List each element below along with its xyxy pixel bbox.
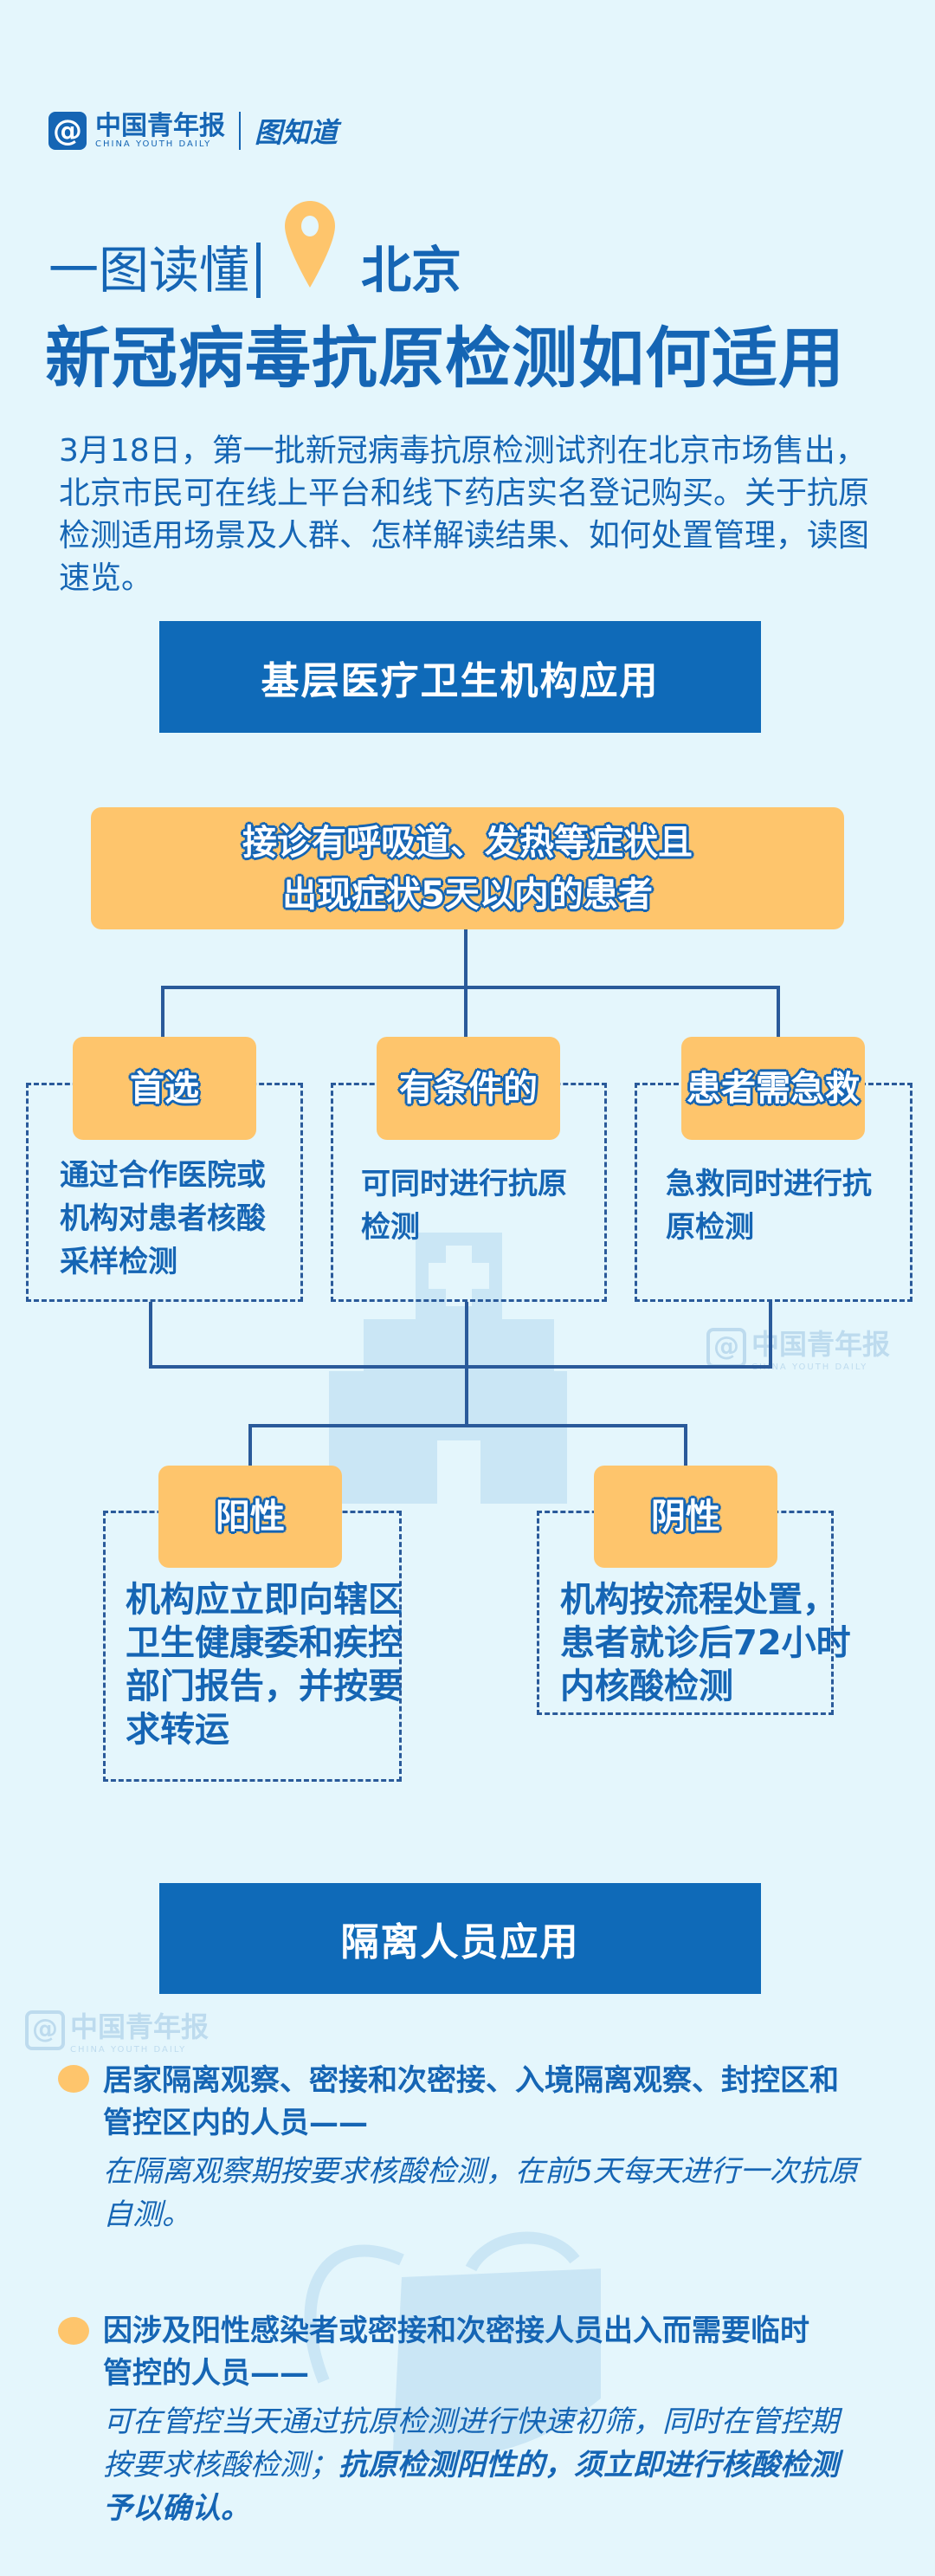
item-desc-line: 按要求核酸检测；抗原检测阳性的，须立即进行核酸检测 (103, 2443, 882, 2487)
option-label-conditional: 有条件的 (377, 1037, 560, 1140)
criteria-line-1: 接诊有呼吸道、发热等症状且 (242, 822, 693, 863)
connector-line (777, 986, 780, 1037)
section-header-primary-care: 基层医疗卫生机构应用 (159, 621, 761, 733)
text-line: 机构按流程处置， (560, 1580, 837, 1620)
result-text-negative: 机构按流程处置， 患者就诊后72小时 内核酸检测 (560, 1578, 851, 1708)
bullet-dot-icon (58, 2065, 89, 2093)
option-label-preferred: 首选 (73, 1037, 256, 1140)
item-title-line: 居家隔离观察、密接和次密接、入境隔离观察、封控区和 (103, 2063, 839, 2098)
logo-cn: 中国青年报 (95, 110, 225, 141)
text-line: 部门报告，并按要 (126, 1667, 403, 1706)
result-label-positive: 阳性 (158, 1466, 342, 1568)
watermark-logo-en: CHINA YOUTH DAILY (70, 2045, 187, 2055)
watermark-at-icon: @ (25, 2010, 65, 2050)
face-mask-watermark-icon (304, 2231, 601, 2457)
item-desc-line: 予以确认。 (103, 2487, 882, 2530)
item-desc-line: 在隔离观察期按要求核酸检测，在前5天每天进行一次抗原 (103, 2154, 858, 2189)
subtitle-left: 一图读懂 (48, 241, 250, 300)
connector-line (684, 1424, 687, 1466)
option-text-preferred: 通过合作医院或 机构对患者核酸 采样检测 (60, 1154, 266, 1284)
location-pin-icon (285, 201, 336, 288)
watermark-logo: @ 中国青年报 CHINA YOUTH DAILY (25, 2005, 209, 2055)
hospital-watermark-icon (329, 1233, 567, 1504)
connector-line (149, 1365, 772, 1369)
intro-paragraph: 3月18日，第一批新冠病毒抗原检测试剂在北京市场售出，北京市民可在线上平台和线下… (59, 433, 870, 596)
text-line: 可同时进行抗原 (361, 1167, 567, 1201)
subtitle-city: 北京 (361, 241, 462, 300)
desc-emphasis: 抗原检测阳性的，须立即进行核酸检测 (339, 2448, 839, 2482)
text-line: 检测 (361, 1210, 420, 1245)
watermark-logo-cn: 中国青年报 (70, 2010, 210, 2043)
column-name: 图知道 (255, 116, 339, 149)
text-line: 机构对患者核酸 (60, 1201, 266, 1236)
logo-divider (239, 112, 241, 150)
patient-criteria-box: 接诊有呼吸道、发热等症状且 出现症状5天以内的患者 (91, 807, 844, 929)
result-label-negative: 阴性 (594, 1466, 777, 1568)
quarantine-item-2: 因涉及阳性感染者或密接和次密接人员出入而需要临时 管控的人员—— 可在管控当天通… (103, 2310, 882, 2530)
text-line: 机构应立即向辖区 (126, 1580, 403, 1620)
text-line: 采样检测 (60, 1245, 177, 1279)
text-line: 求转运 (126, 1710, 229, 1750)
quarantine-item-1: 居家隔离观察、密接和次密接、入境隔离观察、封控区和 管控区内的人员—— 在隔离观… (103, 2060, 882, 2236)
connector-line (149, 1302, 152, 1369)
text-line: 内核酸检测 (560, 1667, 733, 1706)
connector-line (248, 1424, 252, 1466)
connector-line (161, 986, 164, 1037)
desc-plain: 按要求核酸检测； (103, 2448, 339, 2482)
connector-line (465, 1302, 468, 1427)
text-line: 患者就诊后72小时 (560, 1623, 851, 1663)
desc-emphasis: 予以确认。 (103, 2491, 250, 2526)
watermark-logo-en: CHINA YOUTH DAILY (751, 1362, 868, 1372)
section-header-quarantine: 隔离人员应用 (159, 1883, 761, 1994)
page-title: 新冠病毒抗原检测如何适用 (45, 320, 845, 397)
item-desc-line: 自测。 (103, 2197, 191, 2232)
criteria-line-2: 出现症状5天以内的患者 (282, 874, 653, 915)
connector-line (769, 1302, 772, 1369)
text-line: 急救同时进行抗 (666, 1167, 872, 1201)
result-text-positive: 机构应立即向辖区 卫生健康委和疾控 部门报告，并按要 求转运 (126, 1578, 403, 1751)
item-desc-line: 可在管控当天通过抗原检测进行快速初筛，同时在管控期 (103, 2404, 839, 2439)
watermark-at-icon: @ (706, 1327, 746, 1368)
text-line: 卫生健康委和疾控 (126, 1623, 403, 1663)
option-text-conditional: 可同时进行抗原 检测 (361, 1162, 567, 1249)
connector-line (464, 929, 468, 1037)
connector-line (161, 986, 779, 989)
connector-line (248, 1424, 687, 1427)
subtitle-row: 一图读懂 北京 (48, 201, 462, 314)
option-text-emergency: 急救同时进行抗 原检测 (666, 1162, 872, 1249)
logo-en: CHINA YOUTH DAILY (95, 139, 212, 149)
item-title-line: 因涉及阳性感染者或密接和次密接人员出入而需要临时 (103, 2314, 809, 2348)
bullet-dot-icon (58, 2317, 89, 2345)
item-title-line: 管控区内的人员—— (103, 2106, 368, 2140)
text-line: 原检测 (666, 1210, 754, 1245)
watermark-logo-cn: 中国青年报 (751, 1328, 891, 1361)
item-title-line: 管控的人员—— (103, 2356, 309, 2391)
option-label-emergency: 患者需急救 (681, 1037, 865, 1140)
brand-logo: @ 中国青年报 CHINA YOUTH DAILY 图知道 (48, 110, 338, 152)
at-logo-icon: @ (48, 112, 87, 150)
text-line: 通过合作医院或 (60, 1158, 266, 1193)
subtitle-divider (256, 243, 261, 298)
